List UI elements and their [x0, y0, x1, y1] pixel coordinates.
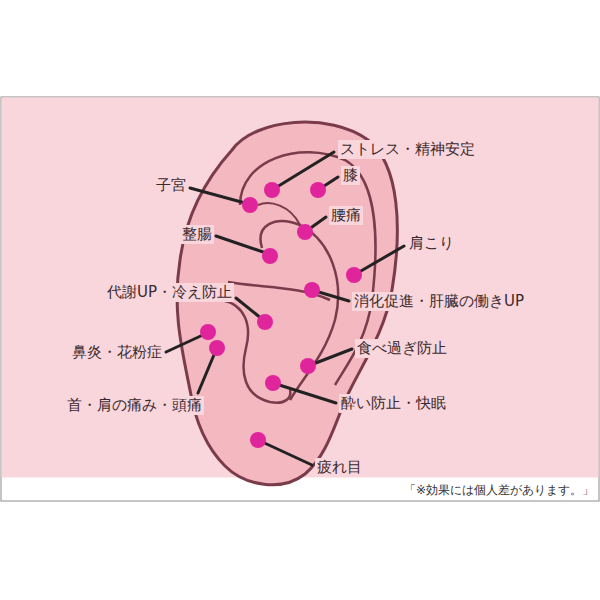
point-label: 酔い防止・快眠: [339, 394, 448, 413]
point-label: 食べ過ぎ防止: [355, 339, 449, 358]
point-label: ストレス・精神安定: [338, 140, 477, 159]
point-label: 子宮: [154, 176, 188, 195]
point-label: 疲れ目: [315, 458, 364, 477]
point-label: 膝: [341, 166, 360, 185]
point-label: 整腸: [180, 225, 214, 244]
point-label: 肩こり: [407, 234, 456, 253]
frame: [1, 97, 599, 501]
antihelix: [261, 221, 338, 400]
point-label: 首・肩の痛み・頭痛: [65, 396, 204, 415]
antihelix-crus: [258, 203, 300, 225]
point-label: 消化促進・肝臓の働きUP: [352, 292, 526, 311]
point-label: 腰痛: [329, 206, 363, 225]
footnote: 「※効果には個人差があります。」: [402, 481, 596, 500]
point-label: 代謝UP・冷え防止: [105, 283, 234, 302]
helix-crus: [228, 282, 330, 300]
point-label: 鼻炎・花粉症: [70, 343, 164, 362]
acupoint-dots: [200, 182, 362, 448]
